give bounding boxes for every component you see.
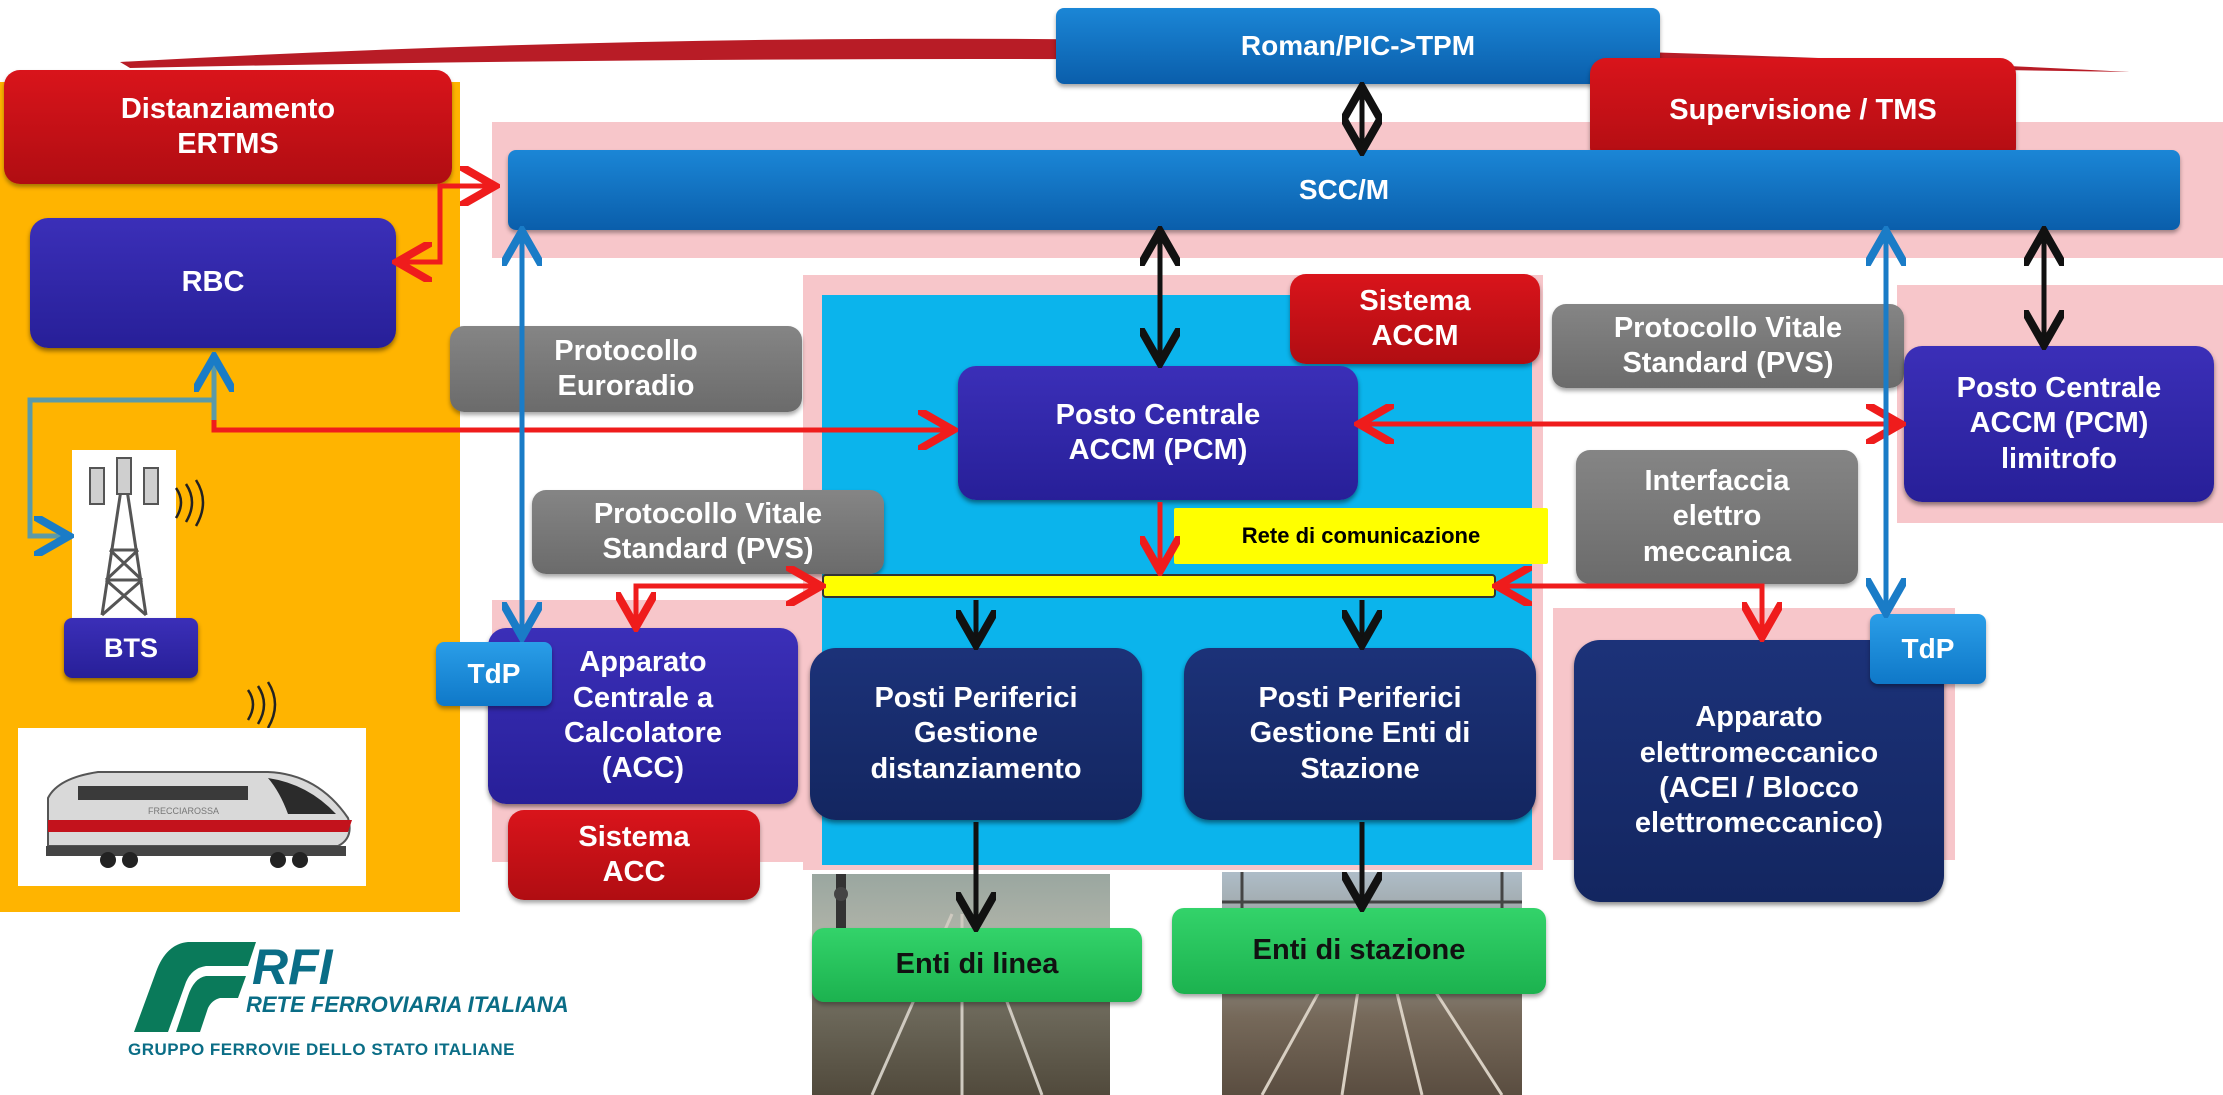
distanziamento-ertms-box: Distanziamento ERTMS [4, 70, 452, 184]
bts-tower-icon [72, 450, 176, 620]
fs-logo-mark-icon [134, 942, 256, 1032]
sistema-accm-box: Sistema ACCM [1290, 274, 1540, 364]
train-livery-text: FRECCIAROSSA [148, 806, 219, 816]
interfaccia-elettromeccanica-box: Interfaccia elettro meccanica [1576, 450, 1858, 584]
signal-waves-icon-train [246, 681, 277, 729]
tdp-acei-badge: TdP [1870, 614, 1986, 684]
apparato-elettromeccanico-box: Apparato elettromeccanico (ACEI / Blocco… [1574, 640, 1944, 902]
posti-periferici-stazione-box: Posti Periferici Gestione Enti di Stazio… [1184, 648, 1536, 820]
protocollo-pvs-left-box: Protocollo Vitale Standard (PVS) [532, 490, 884, 574]
posti-periferici-distanziamento-box: Posti Periferici Gestione distanziamento [810, 648, 1142, 820]
supervisione-tms-box: Supervisione / TMS [1590, 58, 2016, 164]
protocollo-pvs-right-box: Protocollo Vitale Standard (PVS) [1552, 304, 1904, 388]
enti-di-stazione-box: Enti di stazione [1172, 908, 1546, 994]
rete-di-comunicazione-label: Rete di comunicazione [1174, 508, 1548, 564]
posto-centrale-limitrofo-box: Posto Centrale ACCM (PCM) limitrofo [1904, 346, 2214, 502]
rfi-mark-text: RFI [252, 939, 333, 995]
sistema-acc-box: Sistema ACC [508, 810, 760, 900]
scc-m-bar: SCC/M [508, 150, 2180, 230]
rfi-name-text: RETE FERROVIARIA ITALIANA [246, 992, 569, 1017]
train-image: FRECCIAROSSA [18, 728, 366, 886]
posto-centrale-accm-box: Posto Centrale ACCM (PCM) [958, 366, 1358, 500]
enti-di-linea-box: Enti di linea [812, 928, 1142, 1002]
signal-waves-icon [174, 479, 205, 527]
rfi-logo: RFI RETE FERROVIARIA ITALIANA GRUPPO FER… [120, 936, 600, 1066]
rbc-box: RBC [30, 218, 396, 348]
bts-box: BTS [64, 618, 198, 678]
rfi-group-text: GRUPPO FERROVIE DELLO STATO ITALIANE [128, 1040, 515, 1059]
roman-pic-tpm-box: Roman/PIC->TPM [1056, 8, 1660, 84]
tdp-acc-badge: TdP [436, 642, 552, 706]
